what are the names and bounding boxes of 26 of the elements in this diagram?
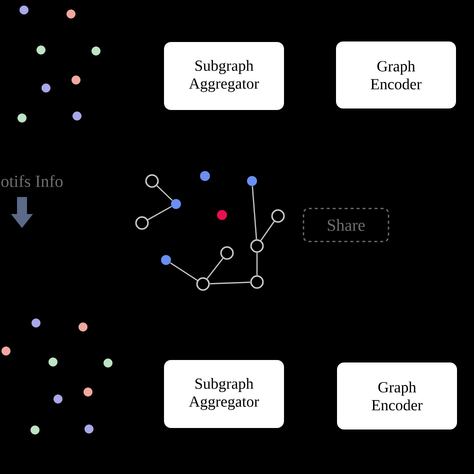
graph-edge: [260, 221, 275, 241]
graph-edge: [206, 258, 224, 280]
graph-edge: [156, 185, 173, 201]
graph-node: [200, 171, 210, 181]
graph-node: [161, 255, 171, 265]
graph-node: [247, 176, 257, 186]
graph-node: [171, 199, 181, 209]
process-box: Subgraph Aggregator: [164, 360, 284, 428]
graph-node: [145, 174, 159, 188]
graph-edge: [148, 206, 172, 220]
share-box: Share: [302, 208, 390, 242]
caption-text: otifs Info: [1, 174, 63, 188]
process-box: Subgraph Aggregator: [164, 42, 284, 110]
graph-node: [250, 239, 264, 253]
graph-node: [217, 210, 227, 220]
graph-node: [271, 209, 285, 223]
graph-node: [250, 275, 264, 289]
process-box: Graph Encoder: [337, 362, 457, 430]
graph-node: [196, 277, 210, 291]
graph-edge: [256, 252, 258, 276]
graph-edge: [252, 186, 258, 240]
graph-node: [135, 216, 149, 230]
graph-node: [220, 246, 234, 260]
graph-edge: [210, 282, 250, 284]
graph-edge: [170, 262, 198, 281]
process-box: Graph Encoder: [336, 42, 456, 108]
